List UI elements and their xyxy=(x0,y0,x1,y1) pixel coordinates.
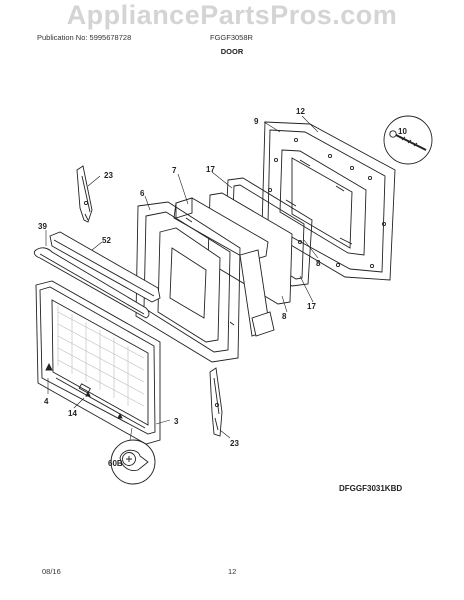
callout-labels: 12 9 10 17 7 6 23 39 52 8 8 17 4 14 3 23… xyxy=(38,107,407,468)
part-hinge-top xyxy=(76,165,93,223)
part-door-liner xyxy=(261,121,396,281)
footer-page-number: 12 xyxy=(228,567,237,576)
callout-6: 6 xyxy=(140,189,145,198)
part-clip-4 xyxy=(45,362,123,419)
callout-39: 39 xyxy=(38,222,47,231)
callout-23-bottom: 23 xyxy=(230,439,239,448)
callout-8-bottom: 8 xyxy=(282,312,287,321)
callout-17-bottom: 17 xyxy=(307,302,316,311)
callout-17-top: 17 xyxy=(206,165,215,174)
section-title: DOOR xyxy=(220,47,244,56)
diagram-reference-code: DFGGF3031KBD xyxy=(339,484,403,493)
callout-23-top: 23 xyxy=(104,171,113,180)
callout-12: 12 xyxy=(296,107,305,116)
part-screw-60b xyxy=(110,439,156,485)
callout-14: 14 xyxy=(68,409,77,418)
callout-9: 9 xyxy=(254,117,259,126)
callout-8-right: 8 xyxy=(316,259,321,268)
leader-lines xyxy=(45,115,319,441)
publication-number: Publication No: 5995678728 xyxy=(37,33,132,42)
callout-7: 7 xyxy=(172,166,177,175)
footer-date: 08/16 xyxy=(42,567,61,576)
part-hinge-bottom xyxy=(209,367,223,437)
model-number: FGGF3058R xyxy=(210,33,253,42)
part-door-handle xyxy=(33,231,161,319)
part-outer-door-panel xyxy=(35,280,161,445)
callout-52: 52 xyxy=(102,236,111,245)
callout-10: 10 xyxy=(398,127,407,136)
part-screw-10 xyxy=(383,115,433,165)
callout-60b: 60B xyxy=(108,459,123,468)
watermark-text: AppliancePartsPros.com xyxy=(66,0,398,30)
part-insulation xyxy=(173,197,275,337)
callout-3: 3 xyxy=(174,417,179,426)
callout-4: 4 xyxy=(44,397,49,406)
